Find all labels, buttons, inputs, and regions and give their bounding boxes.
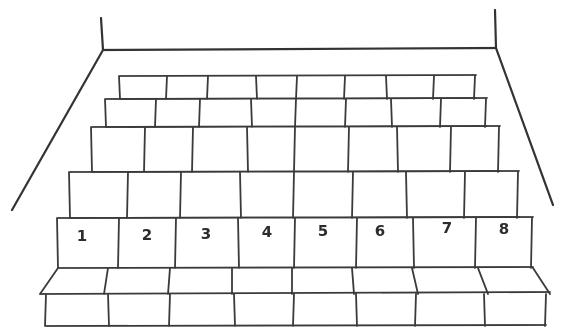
base-block-divider <box>45 294 46 326</box>
tier-4-block-divider <box>69 172 70 218</box>
base-block-divider <box>293 294 294 326</box>
side-walls <box>12 48 553 210</box>
tier-3-block-divider <box>91 127 92 172</box>
tier-2-block-divider <box>440 99 441 127</box>
lane-label-5: 5 <box>318 222 328 240</box>
tier-3-block-divider <box>450 127 451 172</box>
lane-label-8: 8 <box>499 220 509 238</box>
back-wall <box>101 10 496 50</box>
left-side-wall <box>12 50 103 210</box>
tier-5-block-divider <box>475 218 476 268</box>
tier-1-top-edge <box>120 75 476 76</box>
lane-label-7: 7 <box>442 219 452 237</box>
base-block-divider <box>415 294 416 326</box>
tier-1-block-divider <box>296 76 297 99</box>
tier-3-block-divider <box>348 127 349 172</box>
tier-3-block-divider <box>294 127 295 172</box>
tier-5-block-divider <box>294 218 295 268</box>
base-block-divider <box>169 294 170 326</box>
tier-3-block-divider <box>397 127 398 172</box>
tier-5-block-divider <box>531 218 532 268</box>
tier-2-block-divider <box>105 99 106 127</box>
tier-3-block-divider <box>192 127 193 172</box>
tier-3-block-divider <box>144 127 145 172</box>
top-rail <box>103 48 496 50</box>
lane-label-4: 4 <box>262 223 272 241</box>
lane-label-2: 2 <box>142 226 152 244</box>
tier-1-block-divider <box>386 76 387 99</box>
tier-1-block-divider <box>256 76 257 99</box>
tier-5-block-divider <box>118 218 119 268</box>
tier-5-block-divider <box>238 218 239 268</box>
step-slat-divider <box>40 268 58 294</box>
tier-2-block-divider <box>199 99 200 127</box>
base-block-divider <box>356 294 357 326</box>
step-slat-divider <box>533 268 550 294</box>
step-front-edge <box>40 292 550 294</box>
step-slat-divider <box>412 268 418 294</box>
step-slat-divider <box>104 268 108 294</box>
left-post <box>101 18 103 50</box>
tier-5-block-divider <box>57 218 58 268</box>
lane-labels: 1 2 3 4 5 6 7 8 <box>77 219 509 245</box>
tier-3-top-edge <box>92 126 500 127</box>
tier-1-block-divider <box>119 76 120 99</box>
base-bottom-edge <box>46 325 546 326</box>
tier-5-block-divider <box>356 218 357 268</box>
step-slat-divider <box>478 268 488 294</box>
tier-5-bottom-edge <box>58 267 533 268</box>
lane-label-3: 3 <box>201 225 211 243</box>
right-post <box>495 10 496 48</box>
tier-4-block-divider <box>293 172 294 218</box>
tier-4-block-divider <box>517 172 518 218</box>
lane-label-1: 1 <box>77 227 87 245</box>
tier-5-block-divider <box>413 218 414 268</box>
tier-5-block-divider <box>175 218 176 268</box>
step-slat-divider <box>352 268 354 294</box>
tier-1-block-divider <box>474 76 475 99</box>
step-slat-divider <box>168 268 170 294</box>
tier-4-block-divider <box>180 172 181 218</box>
tier-2-block-divider <box>155 99 156 127</box>
tier-2-block-divider <box>251 99 252 127</box>
base-block-divider <box>234 294 235 326</box>
tier-1-block-divider <box>433 76 434 99</box>
right-side-wall <box>496 48 553 205</box>
tier-2-block-divider <box>295 99 296 127</box>
base-block-divider <box>484 294 485 326</box>
tier-4-block-divider <box>406 172 407 218</box>
base-block-divider <box>545 294 546 326</box>
tier-1-block-divider <box>344 76 345 99</box>
tier-3-block-divider <box>498 127 499 172</box>
lane-label-6: 6 <box>375 222 385 240</box>
tier-4-block-divider <box>352 172 353 218</box>
tier-4-block-divider <box>127 172 128 218</box>
tier-4-block-divider <box>464 172 465 218</box>
seating-tiers <box>40 75 550 326</box>
tier-2-block-divider <box>345 99 346 127</box>
tier-1-block-divider <box>166 76 167 99</box>
tier-2-block-divider <box>391 99 392 127</box>
base-block-divider <box>108 294 109 326</box>
tier-4-block-divider <box>240 172 241 218</box>
tier-1-block-divider <box>207 76 208 99</box>
tier-2-block-divider <box>485 99 486 127</box>
tier-3-block-divider <box>247 127 248 172</box>
